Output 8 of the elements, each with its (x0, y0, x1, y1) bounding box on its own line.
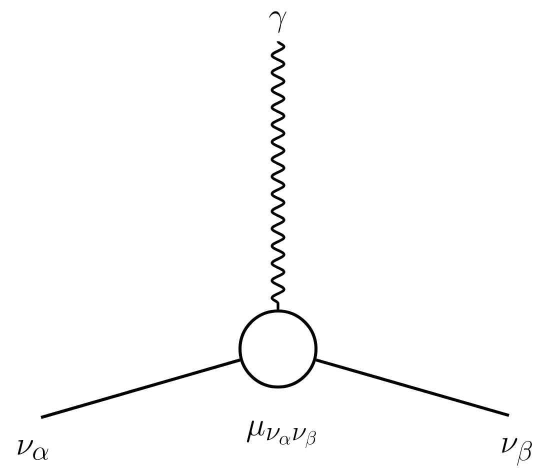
vertex-circle (238, 309, 318, 389)
particle-line (40, 358, 240, 419)
particle-label: $\nu_\beta$ (502, 438, 532, 466)
particle-label: $\nu_\alpha$ (18, 440, 48, 460)
particle-label: $\gamma$ (269, 11, 286, 33)
photon-line (270, 40, 286, 310)
vertex-label: $\mu_{\nu_\alpha\nu_\beta}$ (246, 420, 316, 448)
particle-line (316, 358, 510, 417)
